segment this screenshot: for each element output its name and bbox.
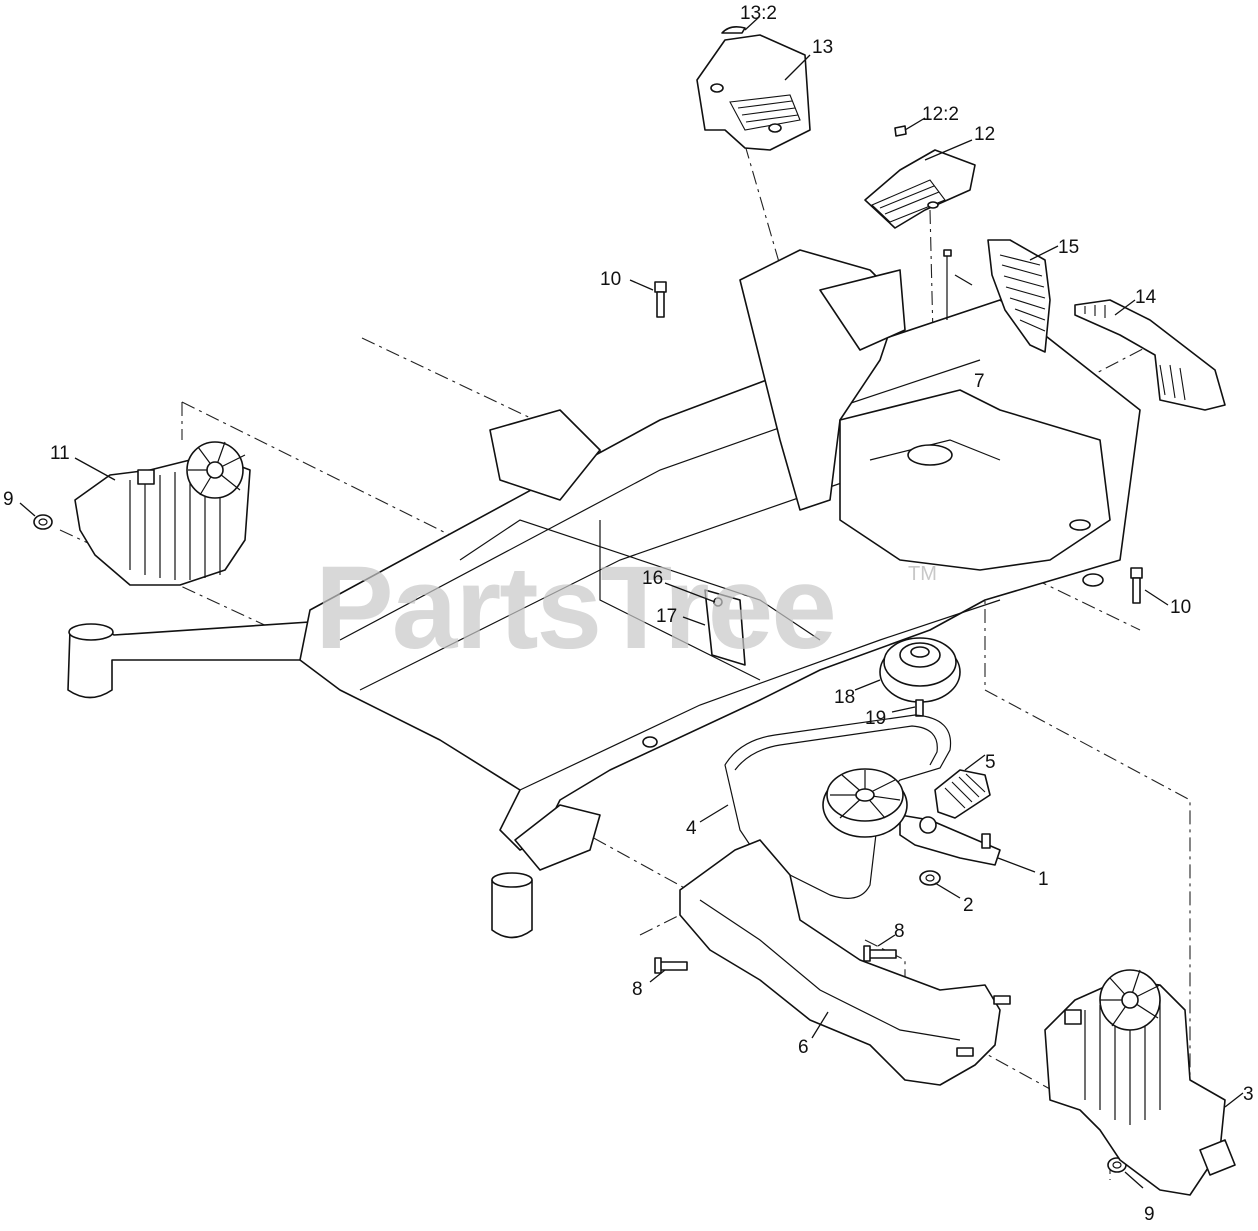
part-2-washer — [919, 870, 941, 886]
part-5-tension-spring — [919, 769, 991, 834]
callout-12: 12 — [974, 124, 995, 145]
callout-13: 13 — [812, 37, 833, 58]
callout-14: 14 — [1135, 287, 1157, 308]
callout-9-left: 9 — [3, 489, 14, 510]
part-1-idler-arm — [899, 814, 1001, 866]
callout-11: 11 — [50, 443, 70, 464]
part-13-left-shield — [696, 34, 811, 151]
callout-12-2: 12:2 — [922, 104, 959, 125]
watermark-text: PartsTree — [315, 542, 835, 674]
part-idler-pulley — [822, 768, 908, 838]
part-8-pin-right — [863, 945, 897, 962]
part-4-drive-belt — [724, 714, 952, 899]
part-7-long-bolt — [943, 249, 952, 320]
callout-8-right: 8 — [894, 921, 905, 942]
callout-16: 16 — [642, 568, 663, 589]
callout-10-upper: 10 — [600, 269, 621, 290]
callout-18: 18 — [834, 687, 855, 708]
callout-5: 5 — [985, 752, 996, 773]
part-6-cross-member — [679, 839, 1011, 1086]
callout-19: 19 — [865, 708, 886, 729]
part-14-rear-guard — [1074, 299, 1226, 411]
part-19-pin — [915, 699, 924, 717]
part-13-2-clip — [721, 26, 746, 34]
part-18-pulley — [879, 637, 961, 703]
part-12-2-clip — [894, 125, 907, 137]
part-3-hydro-transaxle-right — [1044, 969, 1236, 1196]
chassis-frame — [67, 249, 1141, 939]
part-17-plate — [704, 589, 746, 666]
callout-7: 7 — [974, 371, 985, 392]
callout-6: 6 — [798, 1037, 809, 1058]
callout-2: 2 — [963, 895, 974, 916]
callout-17: 17 — [656, 606, 677, 627]
watermark-trademark: TM — [908, 563, 937, 585]
leader-lines — [19, 17, 1244, 1189]
part-8-pin-left — [654, 957, 688, 974]
part-10-bolt-upper — [654, 281, 667, 318]
callout-1: 1 — [1038, 869, 1049, 890]
part-9-nut-left — [33, 514, 53, 530]
watermark: PartsTree TM — [315, 542, 937, 674]
callout-15: 15 — [1058, 237, 1079, 258]
callout-labels: 13:2 13 12:2 12 15 14 7 10 10 11 9 16 17… — [3, 3, 1254, 1225]
part-12-right-shield — [864, 149, 976, 229]
callout-8-left: 8 — [632, 979, 643, 1000]
callout-3: 3 — [1243, 1084, 1254, 1105]
callout-10-lower: 10 — [1170, 597, 1191, 618]
callout-4: 4 — [686, 818, 697, 839]
callout-9-right: 9 — [1144, 1204, 1155, 1225]
callout-13-2: 13:2 — [740, 3, 777, 24]
part-11-hydro-transaxle-left — [74, 441, 251, 586]
part-10-bolt-lower — [1130, 567, 1143, 604]
part-15-side-guard — [987, 239, 1051, 353]
